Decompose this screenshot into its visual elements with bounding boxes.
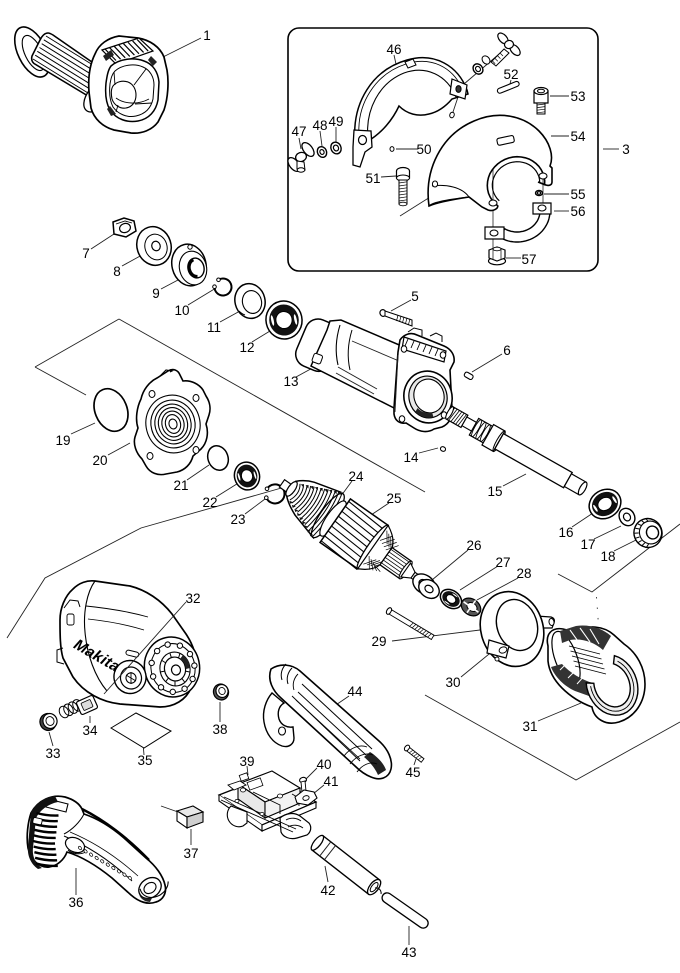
svg-text:11: 11 bbox=[207, 320, 221, 335]
svg-text:33: 33 bbox=[45, 746, 60, 761]
svg-text:17: 17 bbox=[580, 537, 595, 552]
svg-text:18: 18 bbox=[600, 549, 615, 564]
svg-text:31: 31 bbox=[522, 719, 537, 734]
svg-text:12: 12 bbox=[239, 340, 254, 355]
svg-text:1: 1 bbox=[203, 28, 211, 43]
svg-text:26: 26 bbox=[466, 538, 481, 553]
svg-text:47: 47 bbox=[291, 124, 306, 139]
svg-text:53: 53 bbox=[570, 89, 585, 104]
svg-text:28: 28 bbox=[516, 566, 531, 581]
svg-text:8: 8 bbox=[113, 264, 121, 279]
svg-text:37: 37 bbox=[183, 846, 198, 861]
svg-text:38: 38 bbox=[212, 722, 227, 737]
svg-text:7: 7 bbox=[82, 246, 90, 261]
svg-text:40: 40 bbox=[316, 757, 331, 772]
svg-text:34: 34 bbox=[82, 723, 98, 738]
svg-text:6: 6 bbox=[503, 343, 511, 358]
svg-text:44: 44 bbox=[347, 684, 363, 699]
svg-text:20: 20 bbox=[92, 453, 107, 468]
svg-text:48: 48 bbox=[312, 118, 327, 133]
svg-text:25: 25 bbox=[386, 491, 401, 506]
svg-text:3: 3 bbox=[622, 142, 630, 157]
svg-text:5: 5 bbox=[411, 289, 419, 304]
svg-text:19: 19 bbox=[55, 433, 70, 448]
svg-text:46: 46 bbox=[386, 42, 401, 57]
svg-text:27: 27 bbox=[495, 555, 510, 570]
svg-text:54: 54 bbox=[570, 129, 586, 144]
svg-text:35: 35 bbox=[137, 753, 152, 768]
svg-text:52: 52 bbox=[503, 67, 518, 82]
svg-text:22: 22 bbox=[202, 495, 217, 510]
svg-text:51: 51 bbox=[365, 171, 380, 186]
svg-text:29: 29 bbox=[371, 634, 386, 649]
svg-text:43: 43 bbox=[401, 945, 416, 960]
svg-text:32: 32 bbox=[185, 591, 200, 606]
svg-text:23: 23 bbox=[230, 512, 245, 527]
svg-text:16: 16 bbox=[558, 525, 573, 540]
svg-text:36: 36 bbox=[68, 895, 83, 910]
svg-text:55: 55 bbox=[570, 187, 585, 202]
svg-text:24: 24 bbox=[348, 469, 364, 484]
svg-text:39: 39 bbox=[239, 754, 254, 769]
svg-text:9: 9 bbox=[152, 286, 160, 301]
svg-text:56: 56 bbox=[570, 204, 585, 219]
svg-text:10: 10 bbox=[174, 303, 189, 318]
svg-text:50: 50 bbox=[416, 142, 431, 157]
svg-text:13: 13 bbox=[283, 374, 298, 389]
svg-text:41: 41 bbox=[323, 774, 338, 789]
svg-text:14: 14 bbox=[403, 450, 419, 465]
svg-text:42: 42 bbox=[320, 883, 335, 898]
svg-text:57: 57 bbox=[521, 252, 536, 267]
svg-text:21: 21 bbox=[173, 478, 188, 493]
svg-text:15: 15 bbox=[487, 484, 502, 499]
svg-text:45: 45 bbox=[405, 765, 420, 780]
svg-text:49: 49 bbox=[328, 114, 343, 129]
svg-text:30: 30 bbox=[445, 675, 460, 690]
